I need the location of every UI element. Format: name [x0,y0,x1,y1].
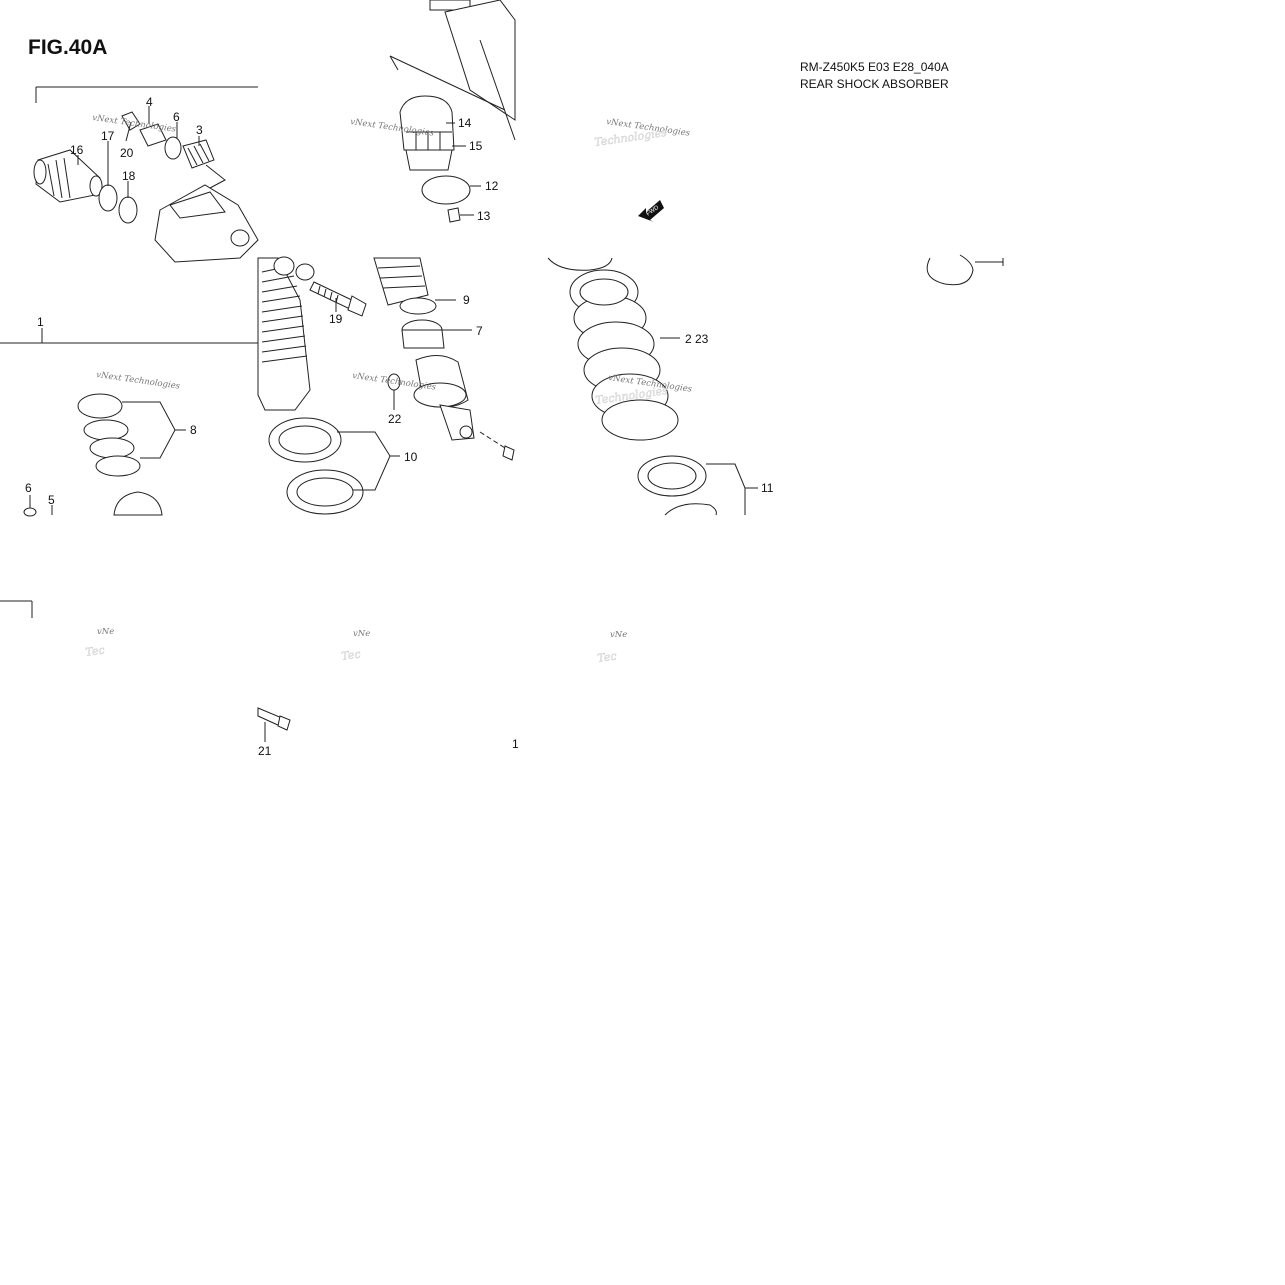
callout-13: 13 [477,209,491,223]
callout-labels: 4 6 3 16 20 17 18 14 15 12 13 1 19 9 7 2… [25,95,774,758]
callout-8: 8 [190,423,197,437]
callout-6-left: 6 [25,481,32,495]
tile-edges [0,86,258,618]
watermark-frag-bg-2: Tec [341,647,362,663]
watermark-4: vNext Technologies [96,370,182,392]
washer-6-left [23,507,37,517]
bolt-19 [309,281,367,317]
leader-lines-mid [393,299,472,410]
watermark-frag-bg-3: Tec [597,649,618,665]
valve-13 [447,207,461,223]
callout-9: 9 [463,293,470,307]
callout-16: 16 [70,143,84,157]
seal-set-8 [77,393,141,477]
shock-body-top [154,184,259,263]
callout-17: 17 [101,129,115,143]
spring-guide-11 [637,455,717,516]
callout-21: 21 [258,744,272,758]
watermark-frag-2: vNe [353,629,370,639]
leader-lines-top-mid [446,122,481,216]
spring-seat-left [113,491,163,516]
callout-15: 15 [469,139,483,153]
callout-12: 12 [485,179,499,193]
lock-nut-10-a [268,417,342,463]
callout-11: 11 [761,481,774,495]
callout-1: 1 [37,315,44,329]
watermark-frag-3: vNe [610,630,627,640]
lock-nut-10-b [286,469,364,515]
upper-seat [547,257,613,271]
part-name: REAR SHOCK ABSORBER [800,77,949,91]
bladder-14 [399,95,455,171]
callout-6: 6 [173,110,180,124]
circlip-12 [421,175,471,205]
reservoir-adjuster-16 [33,149,103,203]
figure-title: FIG.40A [28,36,108,59]
snap-ring-right [926,254,974,286]
callout-1-bottom: 1 [512,737,519,751]
callout-5: 5 [48,493,55,507]
leader-11 [706,463,746,515]
watermark-frag-bg-1: Tec [85,643,106,659]
callout-7: 7 [476,324,483,338]
bearing-group-top [121,111,215,169]
callout-18: 18 [122,169,136,183]
o-ring-18 [118,196,138,224]
fwd-arrow-icon: FWD [638,200,664,222]
callout-10: 10 [404,450,418,464]
callout-22: 22 [388,412,402,426]
rod-end-21 [257,707,291,731]
callout-3: 3 [196,123,203,137]
washer-top [273,256,295,276]
bracket-line [205,164,226,189]
model-code: RM-Z450K5 E03 E28_040A [800,60,949,74]
watermark-frag-1: vNe [97,627,114,637]
callout-20: 20 [120,146,134,160]
shock-bellows [257,257,311,411]
nut-top [295,263,315,281]
reservoir-cylinder [389,0,516,141]
leader-lines-top-left [77,106,200,198]
callout-2-23: 2 23 [685,332,709,346]
nut-right [502,445,515,461]
o-ring-17 [98,184,118,212]
damper-rod [373,257,475,441]
callout-14: 14 [458,116,472,130]
callout-2-23-label: 2 23 [685,332,709,346]
coil-spring [569,269,679,441]
callout-19: 19 [329,312,343,326]
callout-4: 4 [146,95,153,109]
